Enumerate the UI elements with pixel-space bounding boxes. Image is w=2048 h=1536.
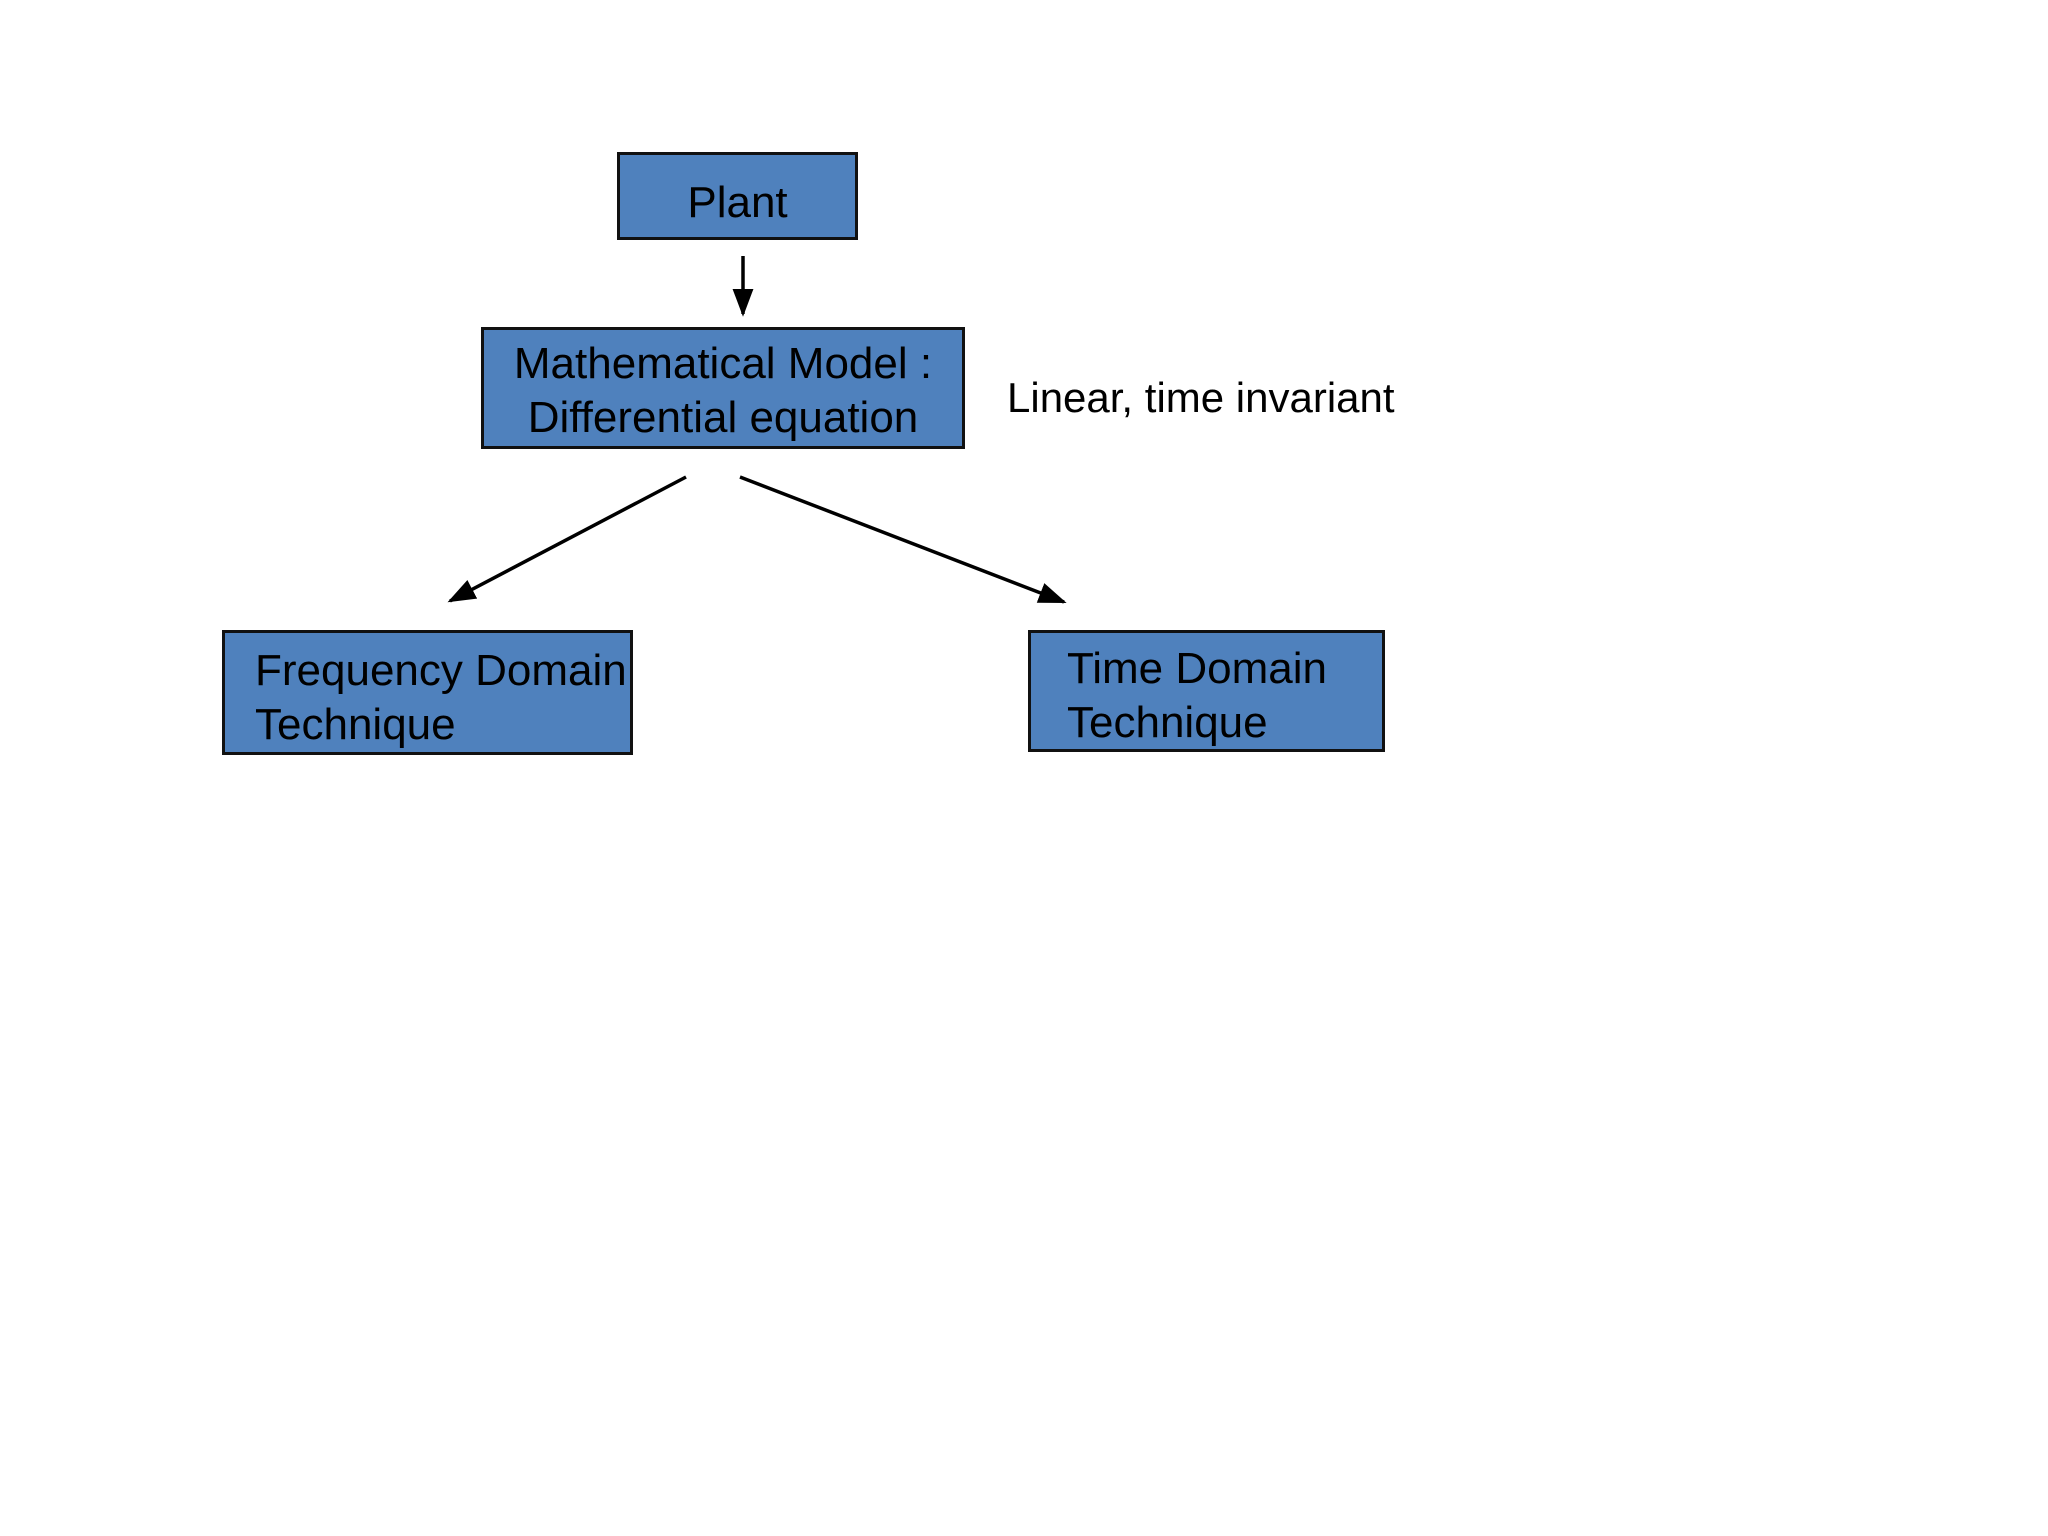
node-time-domain-technique: Time Domain Technique — [1028, 630, 1385, 752]
node-frequency-domain-technique: Frequency Domain Technique — [222, 630, 633, 755]
arrow-model-to-time — [739, 475, 1067, 604]
arrow-model-to-frequency — [447, 475, 687, 603]
node-plant-label: Plant — [687, 178, 788, 228]
node-frequency-label-line1: Frequency Domain — [255, 645, 627, 695]
node-time-label-line2: Technique — [1067, 698, 1268, 747]
note-linear-time-invariant: Linear, time invariant — [1007, 374, 1395, 421]
node-frequency-label-line2: Technique — [255, 699, 456, 749]
node-time-label-line1: Time Domain — [1067, 644, 1327, 694]
node-model-label-line2: Differential equation — [527, 393, 919, 442]
node-plant: Plant — [617, 152, 858, 240]
node-model-label-line1: Mathematical Model : — [513, 339, 933, 389]
node-mathematical-model: Mathematical Model : Differential equati… — [481, 327, 965, 449]
